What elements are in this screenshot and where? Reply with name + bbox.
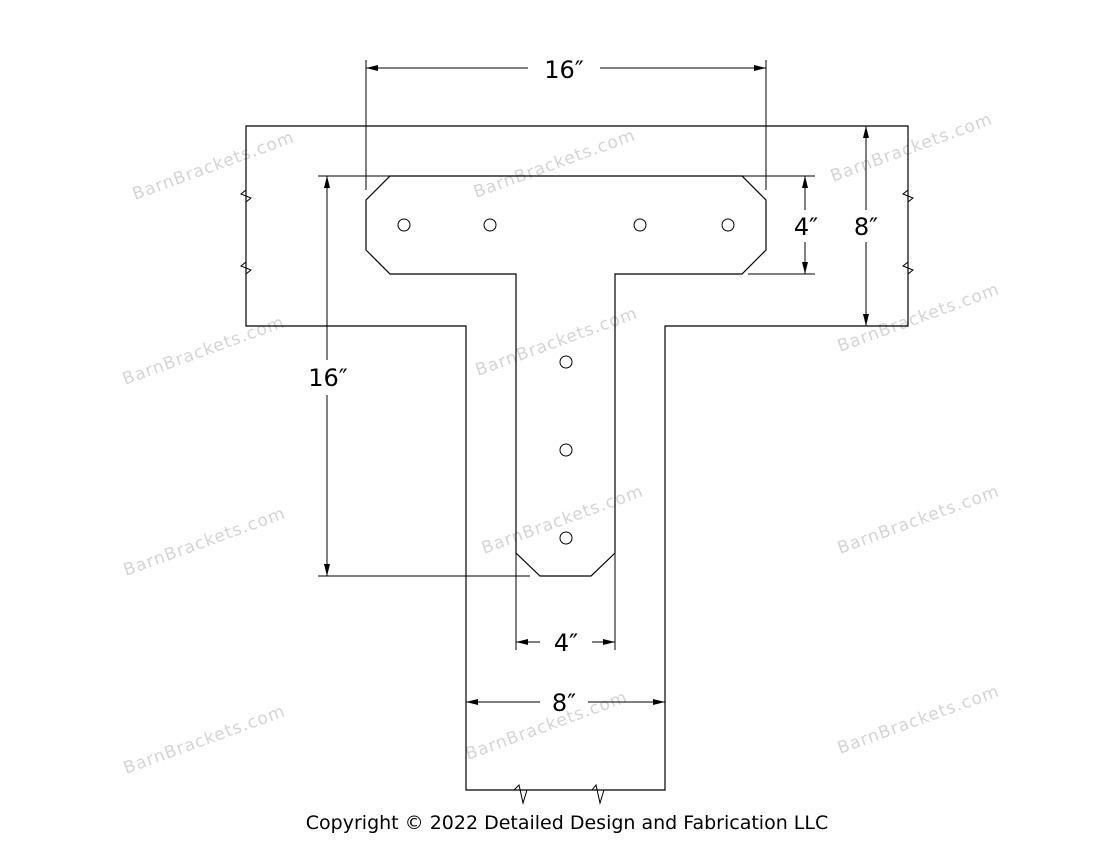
dimension-bracket-width: 16″ [365,56,767,190]
watermark: BarnBrackets.com [828,109,995,186]
dimension-label: 4″ [554,629,578,657]
dimension-label: 16″ [544,56,584,84]
bolt-hole [397,218,411,232]
watermarks: BarnBrackets.com BarnBrackets.com BarnBr… [120,109,1002,778]
watermark: BarnBrackets.com [121,701,288,778]
bolt-hole [559,443,573,457]
watermark: BarnBrackets.com [120,312,287,389]
watermark: BarnBrackets.com [479,481,646,558]
bolt-hole [633,218,647,232]
dimension-label: 8″ [552,689,576,717]
dimension-flange-depth: 4″ [742,175,818,275]
watermark: BarnBrackets.com [835,279,1002,356]
dimension-label: 4″ [794,213,818,241]
dimension-label: 8″ [854,213,878,241]
dimension-stem-width: 4″ [515,553,616,657]
post-break-bottom [466,783,665,805]
bolt-hole [483,218,497,232]
bolt-hole [559,531,573,545]
beam-break-right [902,184,914,275]
bolt-hole [559,355,573,369]
dimension-label: 16″ [308,364,348,392]
bolt-hole [721,218,735,232]
dimension-post-width: 8″ [466,689,665,717]
watermark: BarnBrackets.com [471,125,638,202]
bolt-holes [397,218,735,545]
watermark: BarnBrackets.com [121,503,288,580]
watermark: BarnBrackets.com [835,681,1002,758]
watermark: BarnBrackets.com [463,687,630,764]
dimension-bracket-height: 16″ [308,175,530,577]
copyright-text: Copyright © 2022 Detailed Design and Fab… [306,812,828,834]
watermark: BarnBrackets.com [835,481,1002,558]
beam-break-left [240,184,252,275]
watermark: BarnBrackets.com [130,127,297,204]
t-bracket-plate [365,175,767,577]
dimension-beam-depth: 8″ [854,126,878,326]
